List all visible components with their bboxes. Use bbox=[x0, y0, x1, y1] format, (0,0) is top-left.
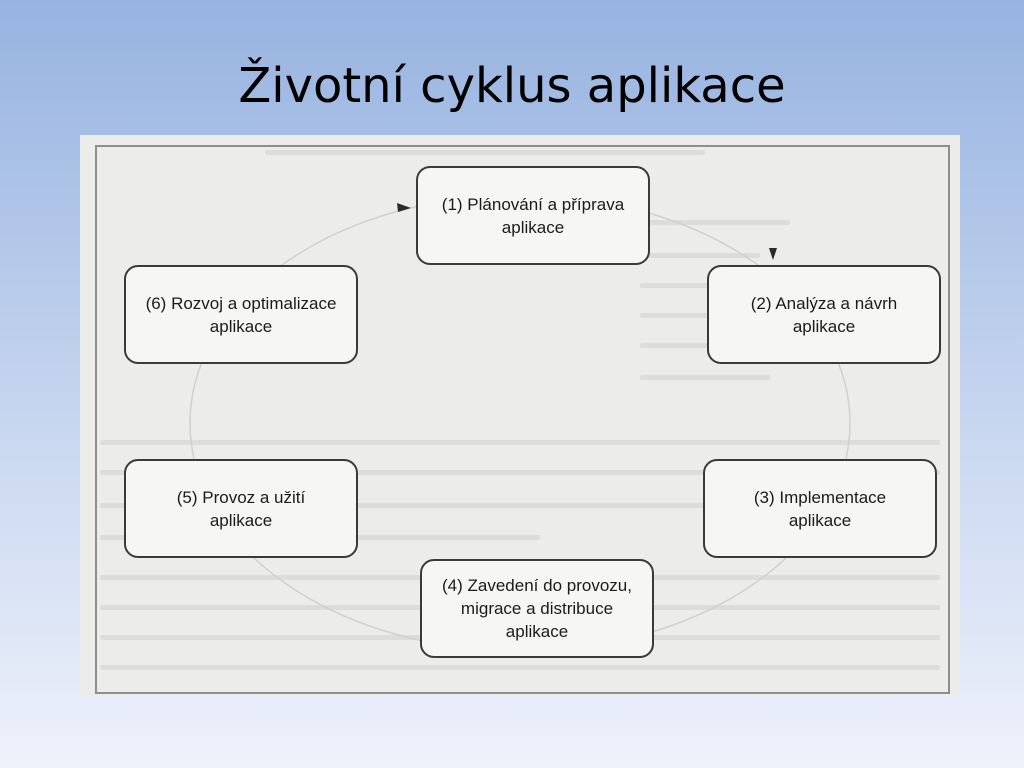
stage-label: (3) Implementace aplikace bbox=[753, 487, 887, 530]
arrow-to-stage-1-icon bbox=[397, 203, 411, 212]
stage-analysis: (2) Analýza a návrh aplikace bbox=[707, 265, 941, 364]
stage-deployment: (4) Zavedení do provozu, migrace a distr… bbox=[420, 559, 654, 658]
stage-label: (2) Analýza a návrh aplikace bbox=[750, 293, 898, 336]
stage-implementation: (3) Implementace aplikace bbox=[703, 459, 937, 558]
arrow-to-stage-2-icon bbox=[769, 248, 777, 260]
slide-title: Životní cyklus aplikace bbox=[238, 58, 786, 114]
stage-label: (4) Zavedení do provozu, migrace a distr… bbox=[442, 576, 632, 641]
diagram-frame bbox=[95, 145, 950, 694]
stage-label: (6) Rozvoj a optimalizace aplikace bbox=[145, 293, 337, 336]
stage-development: (6) Rozvoj a optimalizace aplikace bbox=[124, 265, 358, 364]
scanned-diagram: (1) Plánování a příprava aplikace (2) An… bbox=[80, 135, 960, 695]
stage-label: (1) Plánování a příprava aplikace bbox=[441, 194, 625, 237]
stage-operation: (5) Provoz a užití aplikace bbox=[124, 459, 358, 558]
stage-planning: (1) Plánování a příprava aplikace bbox=[416, 166, 650, 265]
stage-label: (5) Provoz a užití aplikace bbox=[176, 487, 306, 530]
